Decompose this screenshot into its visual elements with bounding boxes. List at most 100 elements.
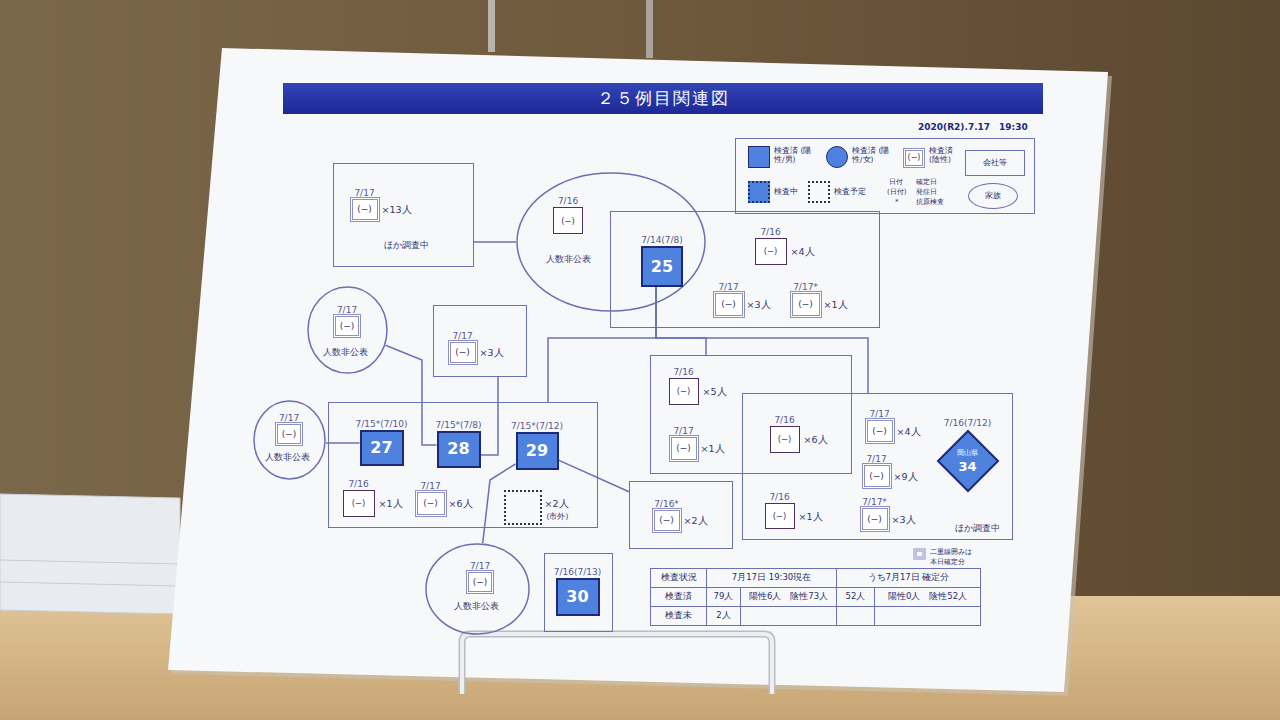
legend-note: 発症日 <box>916 187 937 197</box>
negative-case-today-box: 7/17*(−)×1人 <box>790 291 822 318</box>
date-label: 7/16(7/12) <box>944 418 991 429</box>
connector-line <box>326 442 360 444</box>
count-label: ×6人 <box>804 434 828 445</box>
date-label: 7/16 <box>774 415 794 426</box>
negative-case-box: 7/16(−)×5人 <box>669 378 699 405</box>
date-label: 7/17 <box>354 188 374 199</box>
legend-sample <box>748 146 770 168</box>
company-box: 7/16*(−)×2人 <box>629 481 733 549</box>
connector-line <box>656 287 706 355</box>
negative-case-today-box: 7/17(−)×3人 <box>713 291 745 318</box>
double-line-sample <box>916 551 923 557</box>
company-box: ほか調査中7/17(−)×4人7/17(−)×9人7/17*(−)×3人7/16… <box>742 393 1013 540</box>
ellipse-outline <box>308 287 387 373</box>
negative-case-today-box: 7/17(−) <box>275 422 303 446</box>
result-mark: (−) <box>771 434 799 445</box>
count-label: ×1人 <box>379 498 403 509</box>
negative-case-today-box: 7/17*(−)×3人 <box>860 506 890 532</box>
negative-case-today-box: 7/17(−)×4人 <box>865 418 895 444</box>
connector-line <box>483 464 516 543</box>
result-mark: (−) <box>353 204 377 215</box>
connector-line <box>474 241 516 243</box>
table-cell: 陽性0人 陰性52人 <box>875 588 981 607</box>
result-mark: (−) <box>863 513 887 524</box>
negative-case-today-box: 7/17(−)×6人 <box>415 490 447 517</box>
positive-case-box: 7/16(7/13)30 <box>556 578 600 616</box>
legend-mark: (−) <box>903 152 925 163</box>
negative-case-today-box: 7/17(−)×1人 <box>669 435 699 462</box>
negative-case-today-box: 7/16*(−)×2人 <box>652 508 682 533</box>
company-box: 7/15*(7/10)27 7/15*(7/8) 28 7/15*(7/12)29 7/… <box>328 402 598 528</box>
group-note: 人数非公表 <box>265 452 310 463</box>
group-note: ほか調査中 <box>384 240 429 251</box>
count-label: ×4人 <box>791 246 815 257</box>
legend-note: 抗原検査 <box>916 197 944 207</box>
legend-text: 検査済 (陽性/女) <box>852 146 892 164</box>
table-cell: 2人 <box>707 607 741 626</box>
date-label: 7/16 <box>760 227 780 238</box>
diagram-title: ２５例目関連図 <box>597 88 730 108</box>
paper-stack <box>0 494 180 614</box>
date-label: 7/16 <box>348 479 368 490</box>
table-cell: うち7月17日 確定分 <box>837 569 981 588</box>
group-note: 人数非公表 <box>454 601 499 612</box>
legend-note: 確定日 <box>916 177 937 187</box>
table-cell: 検査状況 <box>651 569 707 588</box>
title-bar: ２５例目関連図 <box>283 83 1043 114</box>
result-mark: (−) <box>756 246 786 257</box>
case-number: 29 <box>518 442 557 460</box>
positive-case-box: 7/15*(7/12)29 <box>516 432 559 470</box>
result-mark: (−) <box>451 347 475 358</box>
ellipse-outline <box>426 544 529 634</box>
count-label: ×1人 <box>799 510 823 521</box>
date-label: 7/17* <box>862 497 887 508</box>
paper-edge <box>0 582 180 586</box>
negative-case-box: 7/16(−)×1人 <box>343 490 375 517</box>
case-number: 28 <box>439 440 479 458</box>
result-mark: (−) <box>554 215 582 226</box>
table-cell: 79人 <box>707 588 741 607</box>
legend-sample <box>826 146 848 168</box>
result-mark: (−) <box>336 321 358 332</box>
legend-sample <box>748 181 770 203</box>
prefecture-label: 岡山県 <box>937 448 999 457</box>
date-label: 7/17 <box>452 331 472 342</box>
board <box>168 48 1108 692</box>
result-mark: (−) <box>716 299 742 310</box>
stand-wire <box>462 634 772 694</box>
ellipse-outline <box>517 173 705 311</box>
negative-case-box: 7/16(−)×6人 <box>770 426 800 453</box>
result-mark: (−) <box>670 386 698 397</box>
case-number: 30 <box>558 588 598 606</box>
date-label: 7/15*(7/8) <box>435 420 481 431</box>
table-cell <box>875 607 981 626</box>
result-mark: (−) <box>793 299 819 310</box>
case-number: 34 <box>937 459 999 474</box>
date-label: 7/14(7/8) <box>641 235 683 246</box>
company-box: 7/16 (−) ×4人 7/17(−)×3人 7/17*(−)×1人 <box>610 211 880 328</box>
date-label: 7/16(7/13) <box>554 567 601 578</box>
negative-case-today-box: 7/17(−)×9人 <box>862 463 892 489</box>
company-box: 7/17(−)×3人 <box>433 305 527 377</box>
date-label: 7/16 <box>558 196 578 207</box>
legend-sample <box>808 181 830 203</box>
date-label: 7/17* <box>793 282 818 293</box>
date-label: 7/16* <box>654 499 679 510</box>
positive-case-box: 7/15*(7/10)27 <box>360 430 404 466</box>
table-cell: 検査未 <box>651 607 707 626</box>
pole <box>488 0 495 52</box>
group-note: 人数非公表 <box>546 254 591 265</box>
negative-case-today-box: 7/17(−)×13人 <box>350 197 380 222</box>
legend-sample: 会社等 <box>965 150 1025 176</box>
count-label: ×13人 <box>382 204 412 215</box>
connector-line <box>481 377 499 455</box>
table-cell: 陽性6人 陰性73人 <box>741 588 837 607</box>
legend-sample: 家族 <box>968 183 1018 209</box>
paper-edge <box>0 560 180 564</box>
date-label: 7/16 <box>769 492 789 503</box>
company-box: 7/16(7/13) 30 <box>544 553 613 632</box>
legend-note: (日付) <box>887 187 906 197</box>
negative-case-box: 7/16(−)×1人 <box>765 503 795 529</box>
